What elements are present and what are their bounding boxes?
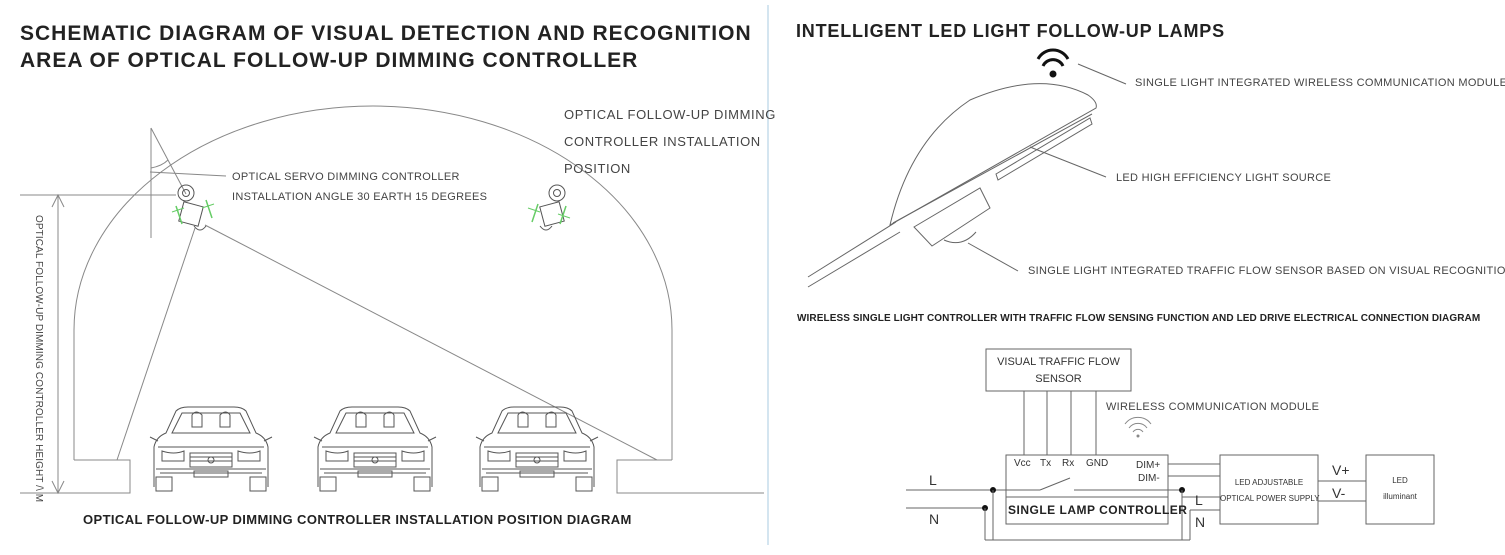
height-label: OPTICAL FOLLOW-UP DIMMING CONTROLLER HEI…: [33, 215, 44, 503]
install-position-line2: CONTROLLER INSTALLATION: [564, 134, 761, 149]
install-position-line1: OPTICAL FOLLOW-UP DIMMING: [564, 107, 776, 122]
sensor-box-line1: VISUAL TRAFFIC FLOW: [997, 356, 1120, 368]
traffic-sensor-label: SINGLE LIGHT INTEGRATED TRAFFIC FLOW SEN…: [1028, 265, 1505, 277]
pin-vcc: Vcc: [1014, 458, 1031, 469]
height-dimension-arrow: [51, 193, 65, 495]
car-2: [313, 406, 437, 492]
connection-title: WIRELESS SINGLE LIGHT CONTROLLER WITH TR…: [797, 313, 1481, 324]
line-n-label: N: [929, 511, 940, 527]
camera-left: [171, 184, 215, 231]
line-l-right-label: L: [1195, 492, 1203, 508]
power-supply-line1: LED ADJUSTABLE: [1234, 478, 1304, 487]
right-title: INTELLIGENT LED LIGHT FOLLOW-UP LAMPS: [796, 21, 1225, 41]
lamp-drawing: [807, 83, 1097, 288]
detection-area-lines: [116, 224, 658, 461]
pin-gnd: GND: [1086, 458, 1109, 469]
leader-sensor: [967, 242, 1019, 272]
sensor-box-line2: SENSOR: [1035, 373, 1082, 385]
wireless-module-label: SINGLE LIGHT INTEGRATED WIRELESS COMMUNI…: [1135, 77, 1505, 89]
v-plus-label: V+: [1332, 462, 1350, 478]
power-supply-line2: OPTICAL POWER SUPPLY: [1220, 494, 1320, 503]
car-1: [149, 406, 273, 492]
left-title-line2: AREA OF OPTICAL FOLLOW-UP DIMMING CONTRO…: [20, 49, 639, 72]
controller-label: SINGLE LAMP CONTROLLER: [1008, 503, 1188, 517]
led-box-line1: LED: [1392, 476, 1408, 485]
left-title-line1: SCHEMATIC DIAGRAM OF VISUAL DETECTION AN…: [20, 22, 752, 45]
wireless-module-circuit-label: WIRELESS COMMUNICATION MODULE: [1106, 401, 1320, 413]
servo-controller-line1: OPTICAL SERVO DIMMING CONTROLLER: [232, 171, 460, 183]
wireless-small-icon: [1124, 416, 1152, 438]
angle-marker: [149, 127, 227, 238]
dim-minus-label: DIM-: [1138, 473, 1160, 484]
dim-plus-label: DIM+: [1136, 460, 1161, 471]
led-box-line2: illuminant: [1383, 492, 1417, 501]
led-source-label: LED HIGH EFFICIENCY LIGHT SOURCE: [1116, 172, 1332, 184]
leader-wireless: [1077, 63, 1127, 85]
left-caption: OPTICAL FOLLOW-UP DIMMING CONTROLLER INS…: [83, 512, 632, 527]
pin-tx: Tx: [1040, 458, 1052, 469]
camera-right: [527, 184, 571, 231]
servo-controller-line2: INSTALLATION ANGLE 30 EARTH 15 DEGREES: [232, 191, 488, 203]
line-n-right-label: N: [1195, 514, 1206, 530]
wifi-icon: [1036, 48, 1070, 78]
v-minus-label: V-: [1332, 485, 1346, 501]
tunnel-outline: [20, 105, 764, 494]
line-l-label: L: [929, 472, 937, 488]
circuit-diagram: [906, 348, 1435, 541]
pin-rx: Rx: [1062, 458, 1075, 469]
install-position-line3: POSITION: [564, 161, 631, 176]
leader-led: [1029, 146, 1107, 178]
